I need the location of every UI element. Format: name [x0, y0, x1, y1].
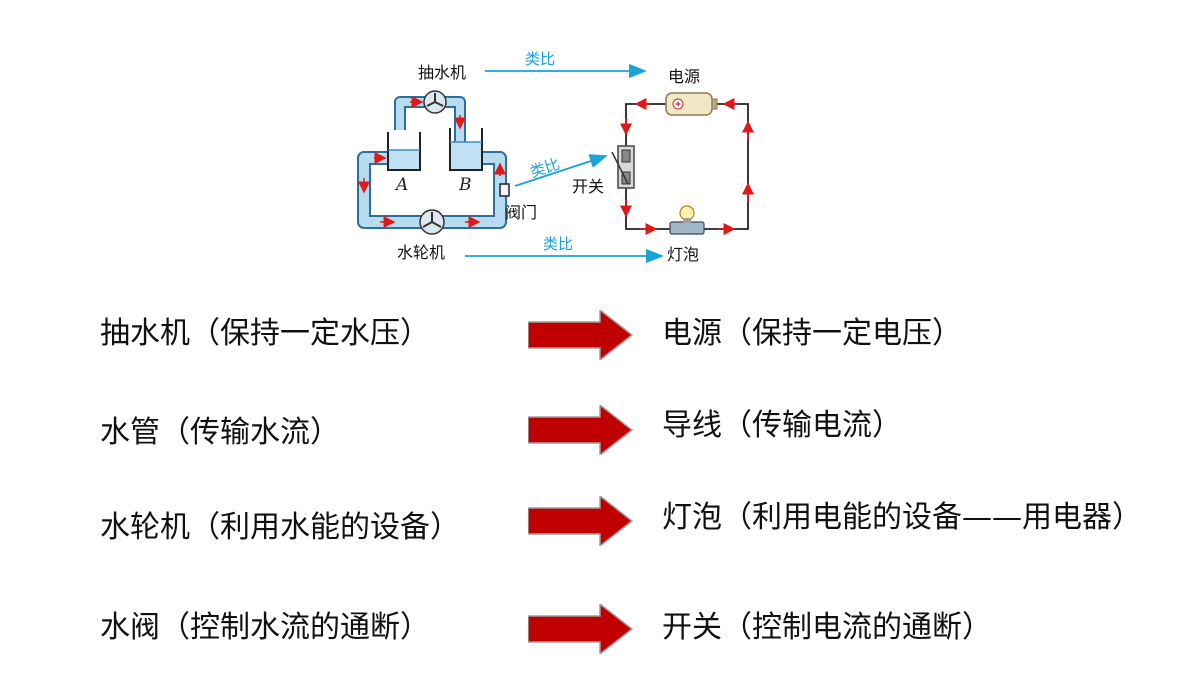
valve-label: 阀门 [505, 203, 537, 222]
row-right-text: 灯泡（利用电能的设备——用电器） [662, 500, 1142, 535]
row-left-text: 水管（传输水流） [100, 415, 340, 450]
water-flow-arrows [358, 96, 506, 228]
turbine-icon [419, 209, 445, 235]
row-left-text: 抽水机（保持一定水压） [100, 316, 430, 351]
switch-label: 开关 [572, 177, 604, 196]
current-flow-arrows [620, 98, 754, 235]
analogy-row-pipe: 水管（传输水流） 导线（传输电流） [0, 399, 1200, 459]
valve-icon [499, 183, 510, 197]
analogy-row-pump: 抽水机（保持一定水压） 电源（保持一定电压） [0, 304, 1200, 364]
right-arrow-icon [528, 405, 634, 455]
row-left-text: 水轮机（利用水能的设备） [100, 510, 460, 545]
battery-icon [665, 92, 718, 116]
turbine-label: 水轮机 [397, 243, 445, 262]
right-arrow-icon [528, 310, 634, 360]
container-a [387, 132, 421, 171]
water-system: A B 抽水机 水轮机 阀门 [357, 63, 537, 262]
row-right-text: 导线（传输电流） [662, 408, 902, 443]
analogy-arrow-valve [514, 154, 608, 187]
row-left-text: 水阀（控制水流的通断） [100, 610, 430, 645]
switch-icon [611, 145, 635, 189]
analogy-label-valve: 类比 [528, 155, 562, 181]
water-circuit-analogy-diagram: A B 抽水机 水轮机 阀门 类比 [357, 50, 754, 264]
pump-label: 抽水机 [418, 63, 466, 82]
right-arrow-icon [528, 496, 634, 546]
bulb-label: 灯泡 [667, 245, 699, 264]
pump-icon [423, 90, 447, 114]
power-source-label: 电源 [668, 67, 700, 86]
container-b [449, 128, 483, 171]
container-b-label: B [458, 175, 472, 195]
analogy-arrows: 类比 类比 类比 [465, 50, 664, 264]
analogy-label-pump: 类比 [525, 50, 555, 68]
container-a-label: A [394, 175, 408, 195]
row-right-text: 开关（控制电流的通断） [662, 610, 992, 645]
bulb-icon [669, 205, 705, 235]
row-right-text: 电源（保持一定电压） [662, 316, 962, 351]
right-arrow-icon [528, 604, 634, 654]
electric-circuit: 电源 开关 灯泡 [572, 67, 754, 264]
analogy-label-turbine: 类比 [543, 235, 573, 253]
analogy-row-valve: 水阀（控制水流的通断） 开关（控制电流的通断） [0, 598, 1200, 658]
analogy-row-turbine: 水轮机（利用水能的设备） 灯泡（利用电能的设备——用电器） [0, 490, 1200, 550]
